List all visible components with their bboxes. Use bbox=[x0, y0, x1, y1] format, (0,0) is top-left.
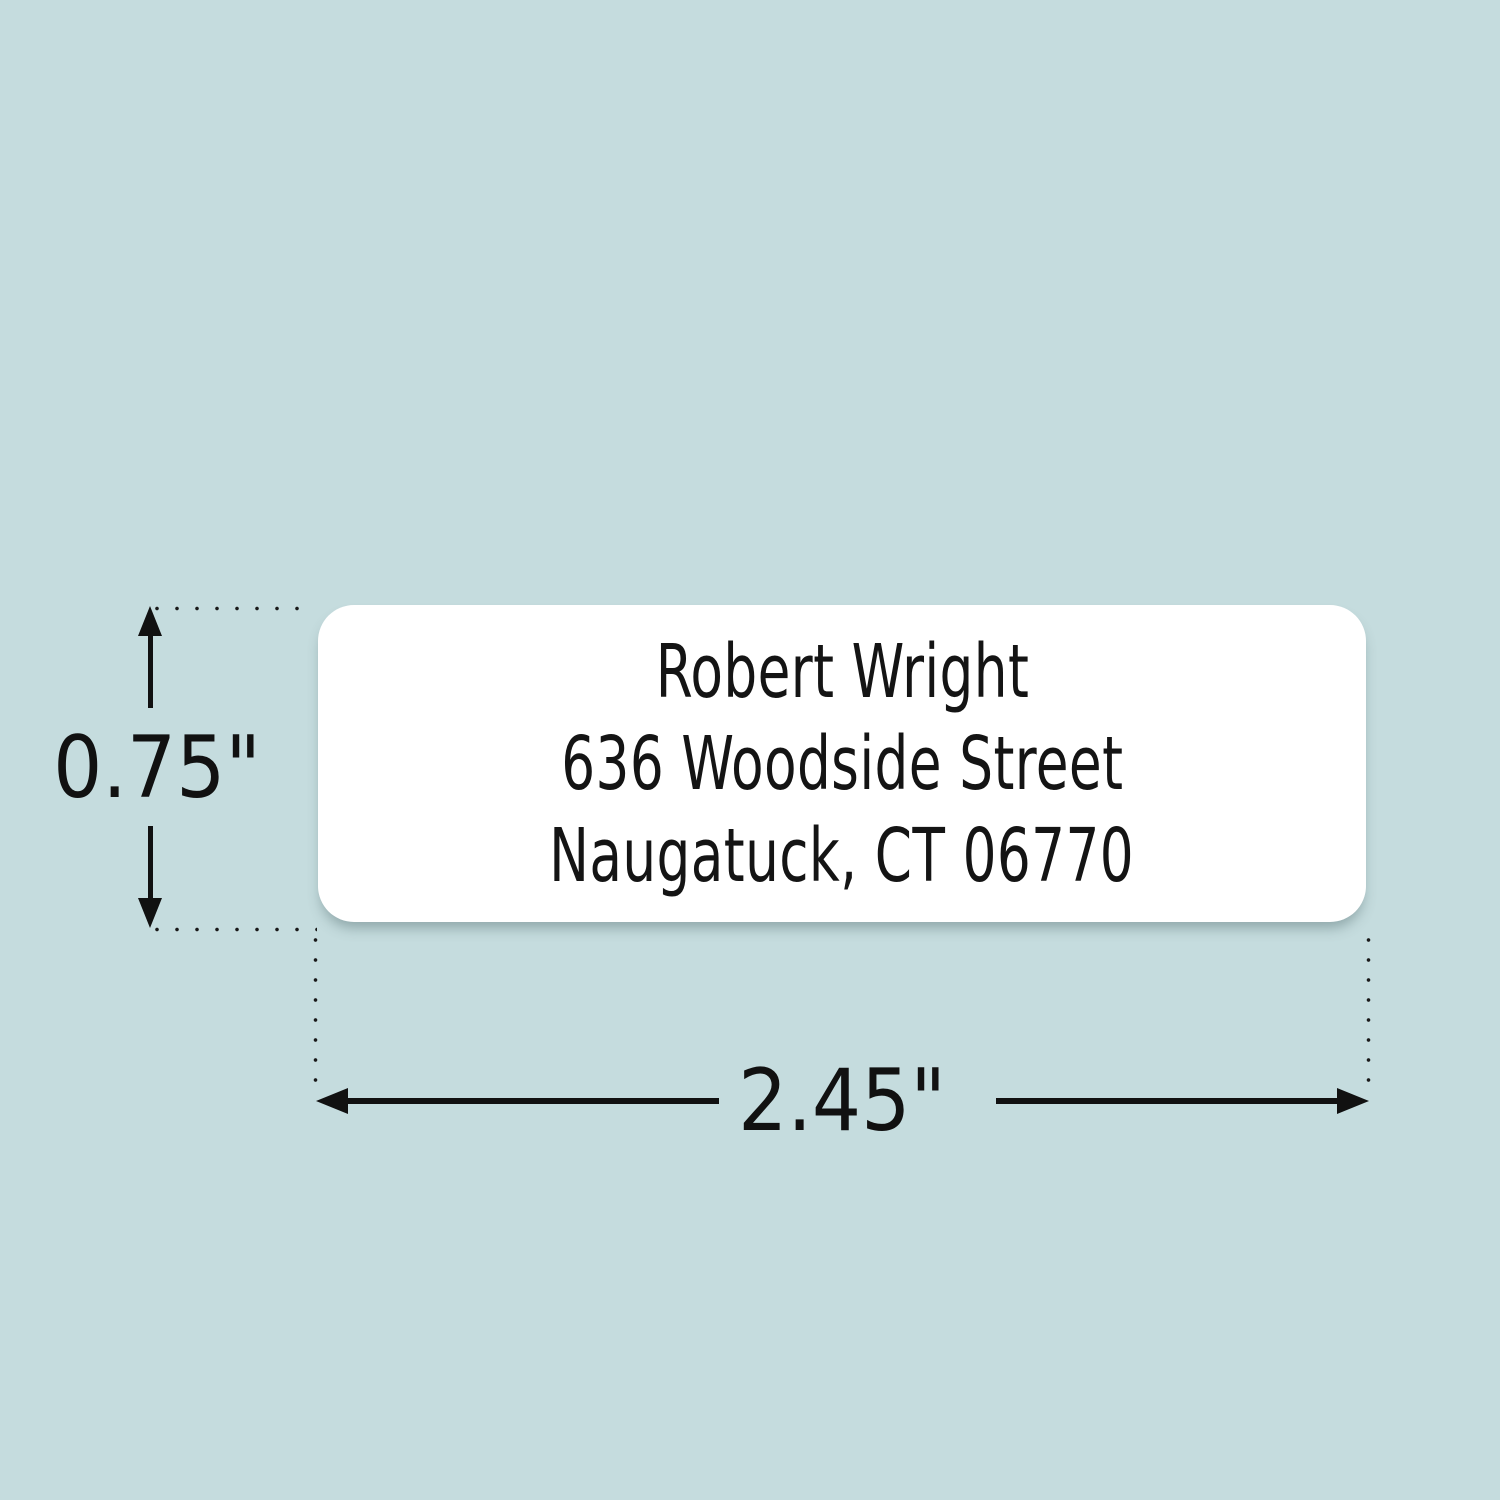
arrow-shaft-left bbox=[344, 1098, 719, 1104]
arrow-up-icon bbox=[138, 606, 162, 636]
address-line-name: Robert Wright bbox=[655, 628, 1029, 715]
arrow-shaft-down bbox=[148, 826, 153, 902]
width-dimension-arrow bbox=[316, 1088, 1369, 1114]
address-line-street: 636 Woodside Street bbox=[560, 720, 1124, 807]
height-dimension-arrow bbox=[138, 606, 162, 928]
height-dimension-label: 0.75" bbox=[53, 718, 261, 818]
guide-line-right bbox=[1365, 930, 1372, 1095]
arrow-shaft-right bbox=[996, 1098, 1341, 1104]
guide-line-left bbox=[312, 930, 319, 1095]
arrow-right-icon bbox=[1337, 1088, 1369, 1114]
guide-line-top bbox=[147, 605, 307, 612]
address-line-city-state-zip: Naugatuck, CT 06770 bbox=[549, 812, 1135, 899]
arrow-left-icon bbox=[316, 1088, 348, 1114]
width-dimension-label: 2.45" bbox=[738, 1051, 946, 1151]
arrow-shaft-up bbox=[148, 632, 153, 708]
address-label-card: Robert Wright 636 Woodside Street Naugat… bbox=[318, 605, 1366, 922]
guide-line-bottom bbox=[147, 926, 317, 933]
arrow-down-icon bbox=[138, 898, 162, 928]
